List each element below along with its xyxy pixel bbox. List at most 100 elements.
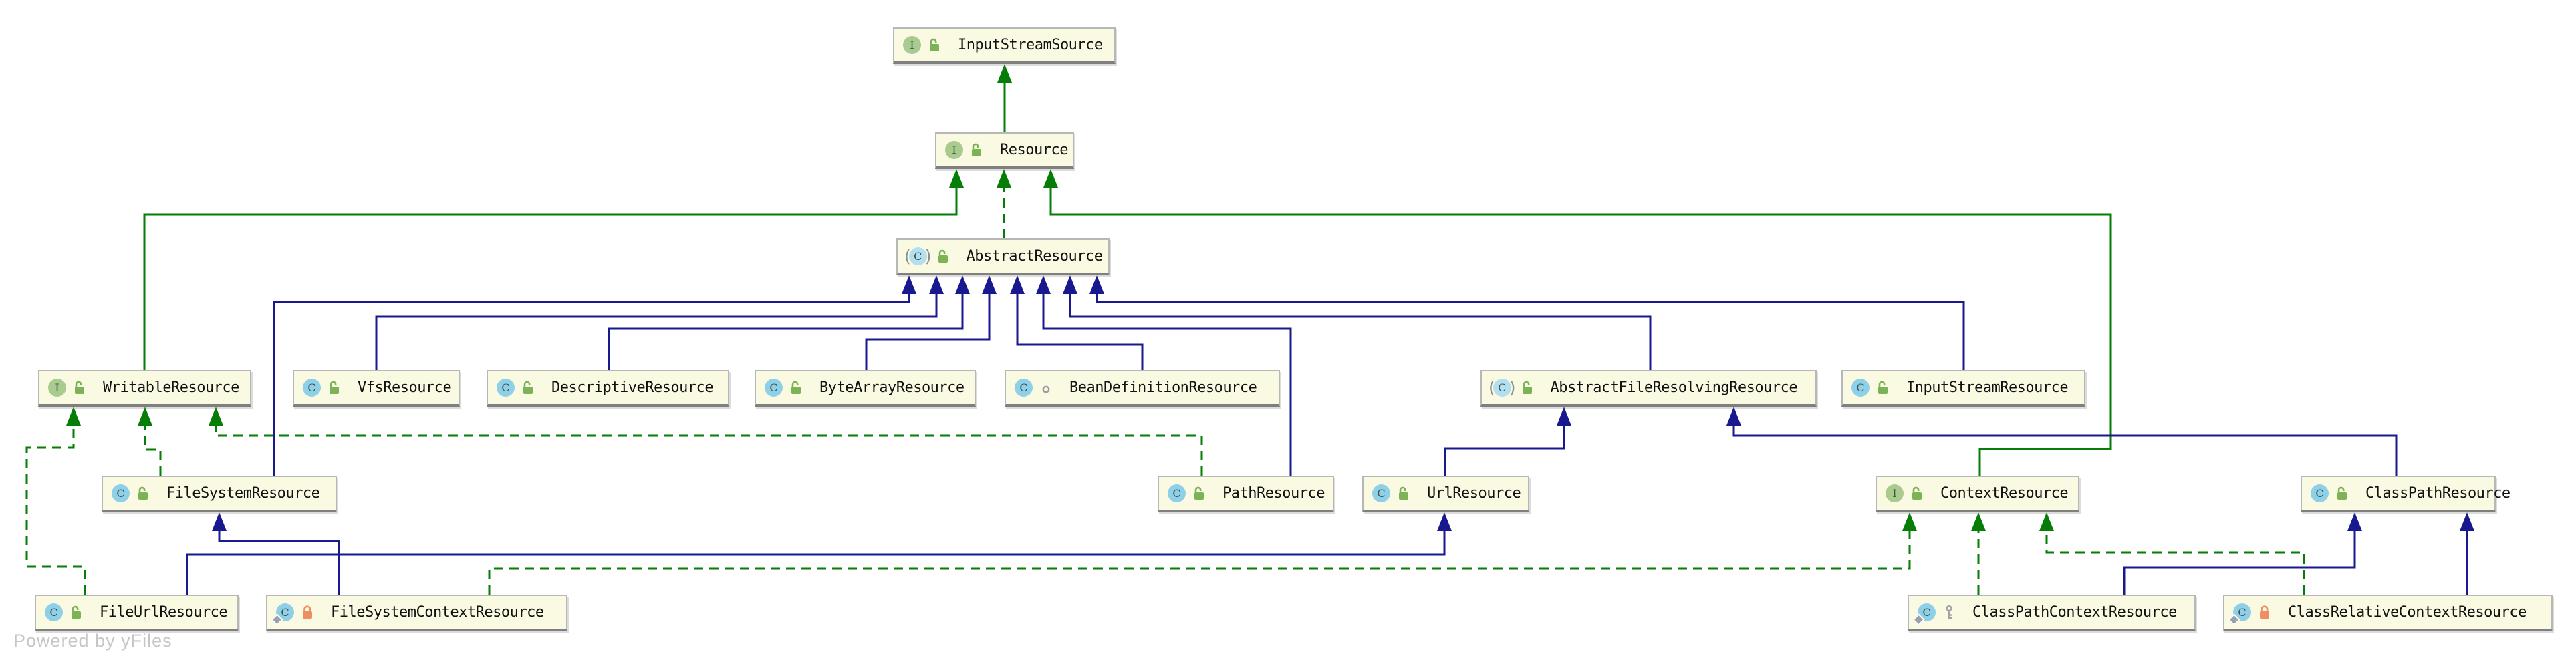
class-letter-icon: C bbox=[45, 603, 63, 621]
class-name-label: BeanDefinitionResource bbox=[1069, 379, 1257, 396]
edge-ClassPathResource-to-AbstractFileResolvingResource bbox=[1726, 407, 2398, 476]
interface-letter-icon: I bbox=[1886, 484, 1904, 502]
inheritance-arrowhead bbox=[949, 169, 964, 188]
class-node-UrlResource[interactable]: C UrlResource bbox=[1362, 476, 1529, 512]
class-name-label: PathResource bbox=[1222, 485, 1325, 502]
interface-letter-icon: I bbox=[903, 36, 921, 54]
class-icon: C bbox=[1015, 379, 1033, 397]
abstract-class-icon: (C) bbox=[1489, 378, 1516, 397]
public-visibility-icon bbox=[1911, 486, 1923, 501]
class-name-label: FileSystemContextResource bbox=[331, 604, 544, 621]
public-visibility-icon bbox=[70, 605, 82, 620]
edge-ClassPathContextResource-to-ClassPathResource bbox=[2123, 512, 2362, 595]
class-letter-icon: C bbox=[112, 484, 130, 502]
class-letter-icon: C bbox=[2311, 484, 2329, 502]
public-visibility-icon bbox=[1877, 380, 1889, 395]
class-name-label: ClassPathResource bbox=[2365, 485, 2510, 502]
inheritance-arrowhead bbox=[1437, 512, 1452, 531]
class-name-label: AbstractResource bbox=[966, 248, 1103, 265]
class-node-BeanDefinitionResource[interactable]: C BeanDefinitionResource bbox=[1005, 370, 1280, 407]
class-name-label: VfsResource bbox=[358, 379, 452, 396]
inheritance-arrowhead bbox=[1971, 512, 1986, 531]
edge-VfsResource-to-AbstractResource bbox=[375, 275, 944, 370]
edge-ByteArrayResource-to-AbstractResource bbox=[865, 275, 997, 370]
class-icon: C bbox=[1912, 603, 1936, 626]
static-diamond-icon bbox=[271, 613, 283, 626]
private-visibility-icon bbox=[2259, 605, 2271, 620]
inheritance-arrowhead bbox=[2347, 512, 2362, 531]
package-visibility-icon bbox=[1040, 380, 1052, 395]
class-letter-icon: C bbox=[765, 379, 783, 397]
class-node-ClassRelativeContextResource[interactable]: C ClassRelativeContextResource bbox=[2223, 595, 2553, 631]
public-visibility-icon bbox=[971, 142, 983, 158]
public-visibility-icon bbox=[790, 380, 802, 395]
abstract-paren-icon: ) bbox=[924, 246, 932, 266]
inheritance-arrowhead bbox=[1902, 512, 1917, 531]
abstract-paren-icon: ( bbox=[904, 246, 911, 266]
class-name-label: UrlResource bbox=[1427, 485, 1521, 502]
edge-ClassRelativeContextResource-to-ContextResource bbox=[2039, 512, 2305, 595]
class-node-VfsResource[interactable]: C VfsResource bbox=[293, 370, 460, 407]
edge-InputStreamResource-to-AbstractResource bbox=[1089, 275, 1965, 370]
class-node-ContextResource[interactable]: I ContextResource bbox=[1876, 476, 2079, 512]
interface-letter-icon: I bbox=[48, 379, 66, 397]
edge-FileUrlResource-to-UrlResource bbox=[186, 512, 1452, 595]
inheritance-arrowhead bbox=[1726, 407, 1741, 426]
class-letter-icon: C bbox=[1372, 484, 1390, 502]
class-letter-icon: C bbox=[1912, 603, 1936, 626]
class-icon: C bbox=[303, 379, 321, 397]
inheritance-arrowhead bbox=[955, 275, 970, 294]
public-visibility-icon bbox=[1193, 486, 1205, 501]
class-letter-icon: C bbox=[2228, 603, 2251, 626]
class-node-AbstractResource[interactable]: (C) AbstractResource bbox=[896, 238, 1110, 275]
class-letter-icon: C bbox=[303, 379, 321, 397]
edge-PathResource-to-WritableResource bbox=[209, 407, 1203, 476]
edge-FileSystemResource-to-AbstractResource bbox=[273, 275, 916, 476]
abstract-paren-icon: ) bbox=[1509, 378, 1516, 397]
public-visibility-icon bbox=[1521, 380, 1533, 395]
class-node-AbstractFileResolvingResource[interactable]: (C)AbstractFileResolvingResource bbox=[1480, 370, 1817, 407]
class-name-label: ClassRelativeContextResource bbox=[2288, 604, 2527, 621]
class-name-label: InputStreamResource bbox=[1906, 379, 2069, 396]
class-icon: C bbox=[2228, 603, 2251, 626]
class-node-ClassPathResource[interactable]: C ClassPathResource bbox=[2301, 476, 2510, 512]
abstract-class-icon: (C) bbox=[904, 246, 932, 266]
interface-icon: I bbox=[48, 379, 66, 397]
class-icon: C bbox=[1851, 379, 1870, 397]
public-visibility-icon bbox=[137, 486, 149, 501]
public-visibility-icon bbox=[328, 380, 340, 395]
class-icon: C bbox=[497, 379, 515, 397]
class-icon: C bbox=[1372, 484, 1390, 502]
public-visibility-icon bbox=[1398, 486, 1410, 501]
class-letter-icon: C bbox=[1015, 379, 1033, 397]
edge-ClassRelativeContextResource-to-ClassPathResource bbox=[2460, 512, 2474, 595]
inheritance-arrowhead bbox=[1043, 169, 1058, 188]
public-visibility-icon bbox=[2336, 486, 2348, 501]
class-letter-icon: C bbox=[908, 247, 927, 265]
class-node-InputStreamResource[interactable]: C InputStreamResource bbox=[1841, 370, 2085, 407]
inheritance-arrowhead bbox=[1063, 275, 1077, 294]
class-name-label: ContextResource bbox=[1940, 485, 2069, 502]
class-name-label: InputStreamSource bbox=[958, 37, 1103, 53]
inheritance-arrowhead bbox=[2039, 512, 2054, 531]
public-visibility-icon bbox=[928, 37, 940, 53]
edge-AbstractResource-to-Resource bbox=[997, 169, 1011, 238]
class-icon: C bbox=[765, 379, 783, 397]
interface-icon: I bbox=[903, 36, 921, 54]
interface-letter-icon: I bbox=[945, 141, 963, 159]
private-visibility-icon bbox=[301, 605, 313, 620]
public-visibility-icon bbox=[74, 380, 86, 395]
class-node-InputStreamSource[interactable]: I InputStreamSource bbox=[893, 27, 1116, 64]
edge-FileSystemContextResource-to-FileSystemResource bbox=[212, 512, 340, 595]
